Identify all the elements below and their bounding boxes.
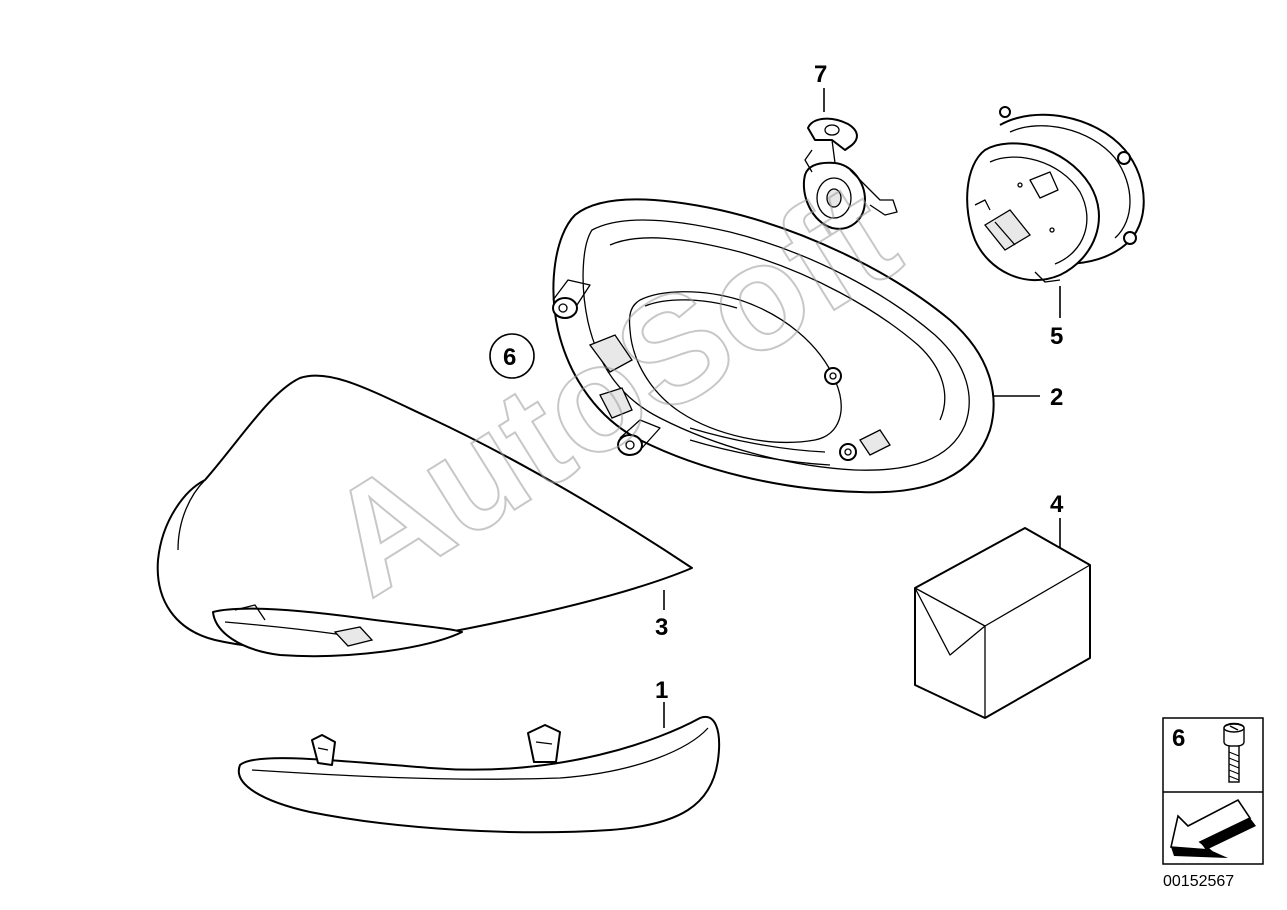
legend-box: 6 xyxy=(1162,717,1264,865)
legend-number: 6 xyxy=(1172,725,1185,752)
callout-3: 3 xyxy=(655,614,668,641)
callout-6: 6 xyxy=(503,344,516,371)
bolt-icon xyxy=(1223,722,1245,783)
arrow-icon xyxy=(1170,798,1256,858)
callout-1: 1 xyxy=(655,677,668,704)
callout-6-circle xyxy=(489,333,535,379)
diagram-id: 00152567 xyxy=(1163,873,1234,890)
callout-5: 5 xyxy=(1050,323,1063,350)
callout-7: 7 xyxy=(814,61,827,88)
callout-2: 2 xyxy=(1050,384,1063,411)
callout-4: 4 xyxy=(1050,491,1064,518)
part-2-mirror-frame xyxy=(552,198,995,494)
part-3-mirror-cap xyxy=(156,374,693,658)
part-5-mirror-actuator xyxy=(966,106,1145,283)
part-1-trim-strip xyxy=(237,715,721,834)
part-7-bracket xyxy=(802,117,898,230)
part-4-package-box xyxy=(914,527,1091,719)
